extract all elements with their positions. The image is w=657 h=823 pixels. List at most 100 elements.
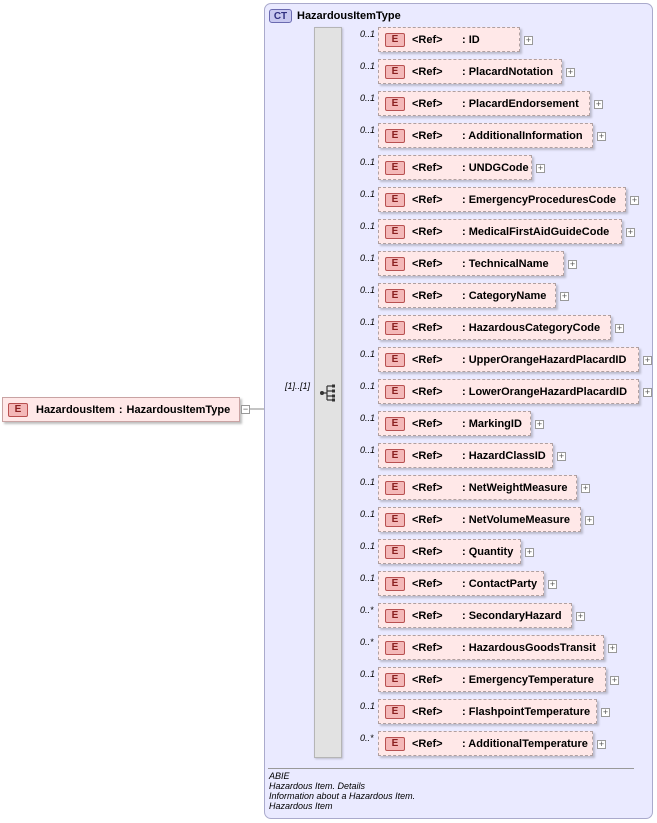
child-element-row[interactable]: E<Ref>: HazardousCategoryCode+ [378,315,624,340]
child-element-row[interactable]: E<Ref>: MedicalFirstAidGuideCode+ [378,219,635,244]
footer-line-1: ABIE [269,771,290,781]
element-badge: E [385,576,405,591]
plus-expand-icon[interactable]: + [524,35,533,45]
plus-expand-icon[interactable]: + [630,195,639,205]
element-badge: E [385,160,405,175]
footer-line-2: Hazardous Item. Details [269,781,366,791]
element-badge: E [385,640,405,655]
plus-expand-icon[interactable]: + [597,739,606,749]
child-element-row[interactable]: E <Ref> : HazardClassID + [378,443,566,468]
plus-expand-icon[interactable]: + [536,163,545,173]
child-element-row[interactable]: E<Ref>: FlashpointTemperature+ [378,699,610,724]
plus-expand-icon[interactable]: + [610,675,619,685]
child-multiplicity: 0..1 [360,541,376,551]
plus-expand-icon[interactable]: + [581,483,590,493]
plus-expand-icon[interactable]: + [535,419,544,429]
root-multiplicity: [1]..[1] [285,381,311,391]
plus-expand-icon[interactable]: + [626,227,635,237]
child-multiplicity: 0..1 [360,381,376,391]
child-element-row[interactable]: E <Ref> : PlacardEndorsement + [378,91,603,116]
ref-label: <Ref> [412,673,443,686]
child-element-row[interactable]: E<Ref>: NetWeightMeasure+ [378,475,590,500]
child-element-row[interactable]: E<Ref>: EmergencyTemperature+ [378,667,619,692]
child-element-row[interactable]: E<Ref>: TechnicalName+ [378,251,577,276]
child-element-name: : HazardClassID [462,449,546,462]
complex-type-name: HazardousItemType [297,10,401,22]
plus-expand-icon[interactable]: + [615,323,624,333]
child-element-name: : LowerOrangeHazardPlacardID [462,385,628,398]
child-element-row[interactable]: E<Ref>: NetVolumeMeasure+ [378,507,594,532]
footer-line-3: Information about a Hazardous Item. [269,791,416,801]
plus-expand-icon[interactable]: + [557,451,566,461]
element-badge: E [385,672,405,687]
ref-label: <Ref> [412,577,443,590]
child-multiplicity: 0..1 [360,445,376,455]
plus-expand-icon[interactable]: + [568,259,577,269]
element-badge: E [385,608,405,623]
child-element-row[interactable]: E<Ref>: CategoryName+ [378,283,569,308]
child-multiplicity: 0..1 [360,509,376,519]
element-badge: E [385,320,405,335]
plus-expand-icon[interactable]: + [643,387,652,397]
child-element-name: : TechnicalName [462,257,549,270]
child-element-row[interactable]: E<Ref>: UpperOrangeHazardPlacardID+ [378,347,652,372]
element-badge: E [385,416,405,431]
child-multiplicity: 0..1 [360,285,376,295]
plus-expand-icon[interactable]: + [548,579,557,589]
child-element-row[interactable]: E<Ref>: PlacardNotation+ [378,59,575,84]
complex-type-badge: CT [269,9,292,23]
plus-expand-icon[interactable]: + [597,131,606,141]
child-multiplicity: 0..1 [360,125,376,135]
plus-expand-icon[interactable]: + [525,547,534,557]
ref-label: <Ref> [412,449,443,462]
root-element-box[interactable]: E HazardousItem:HazardousItemType [2,397,240,422]
element-badge: E [385,32,405,47]
ref-label: <Ref> [412,513,443,526]
plus-expand-icon[interactable]: + [566,67,575,77]
ref-label: <Ref> [412,385,443,398]
ref-label: <Ref> [412,65,443,78]
element-badge: E [385,512,405,527]
child-element-row[interactable]: E<Ref>: Quantity+ [378,539,534,564]
element-badge: E [385,544,405,559]
child-element-row[interactable]: E<Ref>: MarkingID+ [378,411,544,436]
child-element-row[interactable]: E<Ref>: SecondaryHazard+ [378,603,585,628]
ref-label: <Ref> [412,481,443,494]
child-element-name: : ID [462,33,480,46]
child-multiplicity: 0..1 [360,29,376,39]
child-element-row[interactable]: E<Ref>: ID+ [378,27,533,52]
ref-label: <Ref> [412,193,443,206]
element-badge: E [385,448,405,463]
child-multiplicity: 0..1 [360,573,376,583]
ref-label: <Ref> [412,97,443,110]
child-element-row[interactable]: E<Ref>: AdditionalInformation+ [378,123,606,148]
element-badge: E [385,96,405,111]
plus-expand-icon[interactable]: + [608,643,617,653]
plus-expand-icon[interactable]: + [601,707,610,717]
plus-expand-icon[interactable]: + [585,515,594,525]
plus-expand-icon[interactable]: + [576,611,585,621]
ref-label: <Ref> [412,129,443,142]
ref-label: <Ref> [412,609,443,622]
plus-expand-icon[interactable]: + [643,355,652,365]
child-element-row[interactable]: E<Ref>: HazardousGoodsTransit+ [378,635,617,660]
child-multiplicity: 0..1 [360,221,376,231]
root-element-type: HazardousItemType [126,403,231,416]
child-multiplicity: 0..1 [360,477,376,487]
child-element-row[interactable]: E<Ref>: EmergencyProceduresCode+ [378,187,639,212]
child-element-name: : EmergencyProceduresCode [462,193,617,206]
child-element-row[interactable]: E<Ref>: AdditionalTemperature+ [378,731,606,756]
child-element-row[interactable]: E<Ref>: LowerOrangeHazardPlacardID+ [378,379,652,404]
footer-line-4: Hazardous Item [269,801,333,811]
element-badge: E [385,704,405,719]
child-element-row[interactable]: E<Ref>: ContactParty+ [378,571,557,596]
minus-collapse-icon[interactable]: − [241,404,250,414]
child-element-row[interactable]: E<Ref>: UNDGCode+ [378,155,545,180]
plus-expand-icon[interactable]: + [594,99,603,109]
child-element-name: : PlacardEndorsement [462,97,579,110]
plus-expand-icon[interactable]: + [560,291,569,301]
child-multiplicity: 0..1 [360,669,376,679]
child-multiplicity: 0..1 [360,701,376,711]
child-multiplicity: 0..1 [360,157,376,167]
sequence-compositor-icon[interactable] [319,383,339,403]
